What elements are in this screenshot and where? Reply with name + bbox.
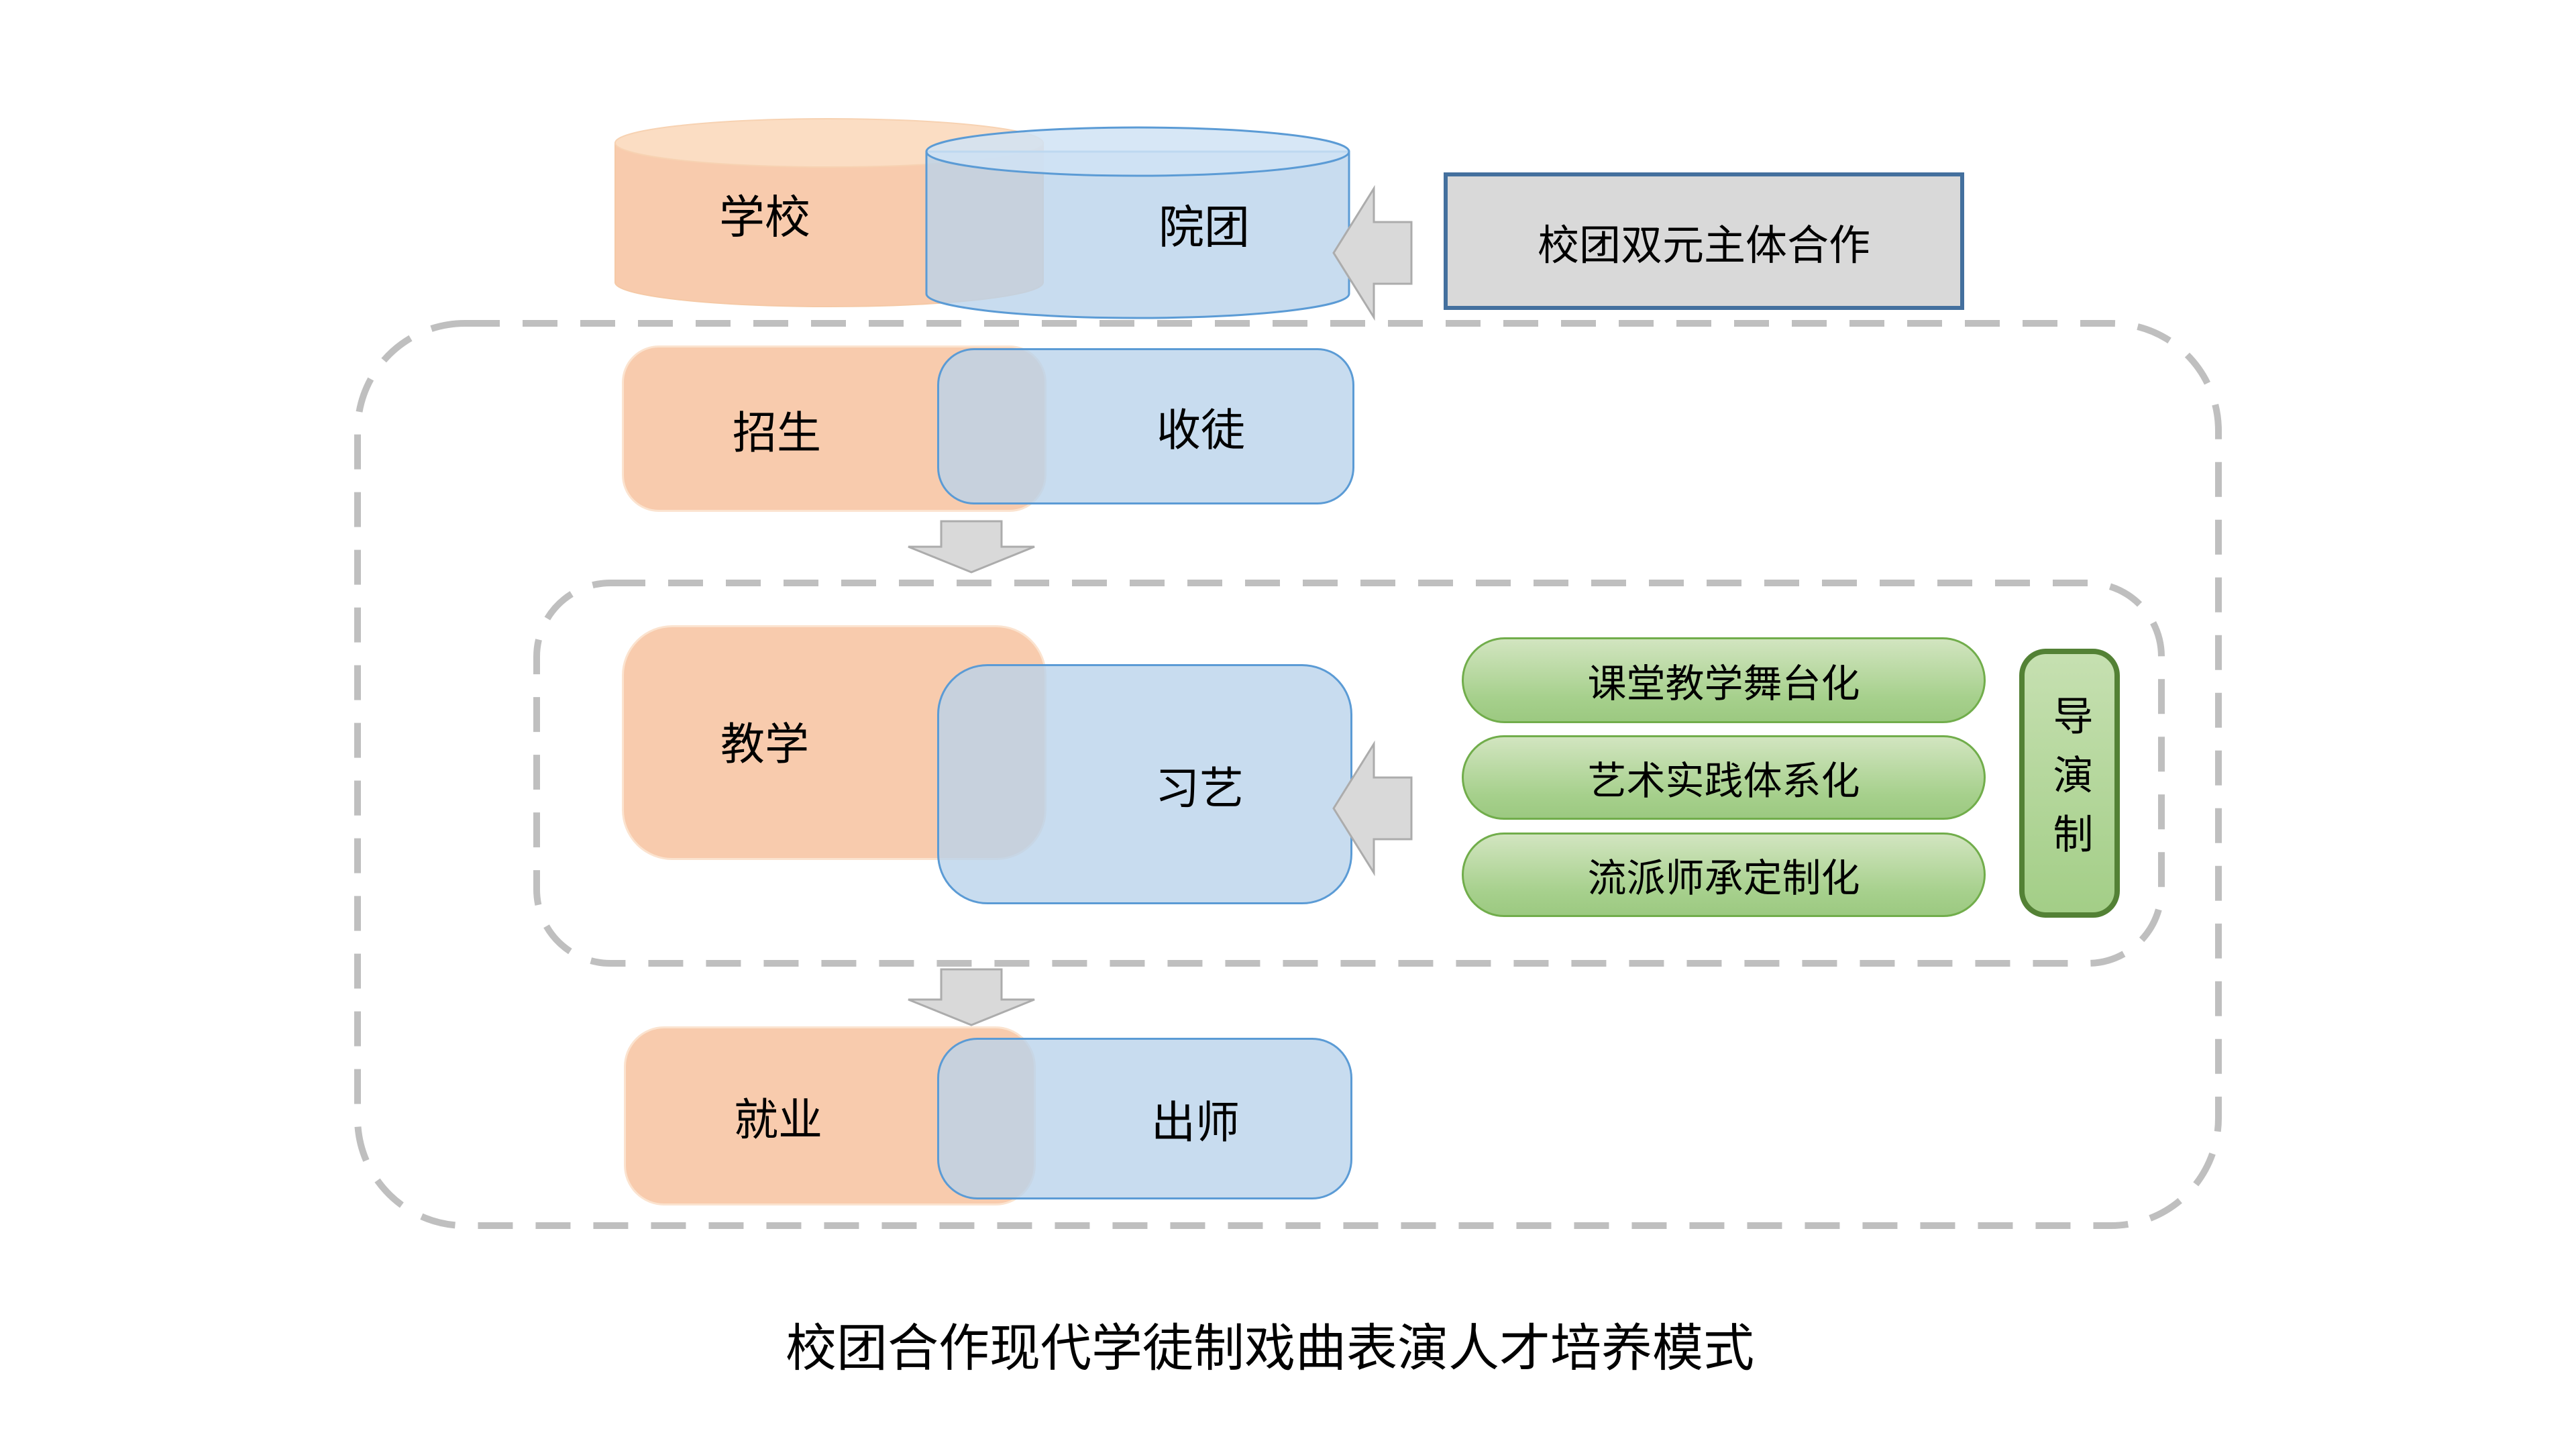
inner-dashed-frame: [533, 580, 2165, 967]
director-system-box: 导演制: [2019, 649, 2120, 918]
cooperation-box: 校团双元主体合作: [1444, 172, 1964, 310]
method-pill-3-label: 流派师承定制化: [1587, 857, 1860, 900]
method-pill-2-label: 艺术实践体系化: [1587, 759, 1860, 803]
outer-dashed-frame: [354, 320, 2222, 1229]
enroll-troupe-box: [937, 348, 1354, 504]
troupe-cylinder-label: 院团: [1158, 202, 1250, 254]
employment-troupe-box: [937, 1038, 1352, 1199]
teaching-school-label: 教学: [720, 719, 809, 769]
enroll-troupe-label: 收徒: [1157, 405, 1245, 455]
teaching-troupe-box: [937, 664, 1352, 904]
director-system-label: 导演制: [2047, 694, 2092, 872]
method-pill-1: 课堂教学舞台化: [1462, 637, 1986, 723]
cooperation-label: 校团双元主体合作: [1537, 222, 1870, 269]
employment-school-label: 就业: [734, 1095, 822, 1144]
method-pill-1-label: 课堂教学舞台化: [1587, 662, 1860, 706]
troupe-cylinder: [925, 126, 1350, 319]
employment-troupe-label: 出师: [1151, 1097, 1240, 1147]
diagram-caption: 校团合作现代学徒制戏曲表演人才培养模式: [786, 1320, 1754, 1377]
school-cylinder-label: 学校: [718, 192, 811, 244]
enroll-school-label: 招生: [733, 408, 821, 458]
teaching-troupe-label: 习艺: [1155, 763, 1244, 813]
method-pill-2: 艺术实践体系化: [1462, 735, 1986, 820]
method-pill-3: 流派师承定制化: [1462, 833, 1986, 917]
